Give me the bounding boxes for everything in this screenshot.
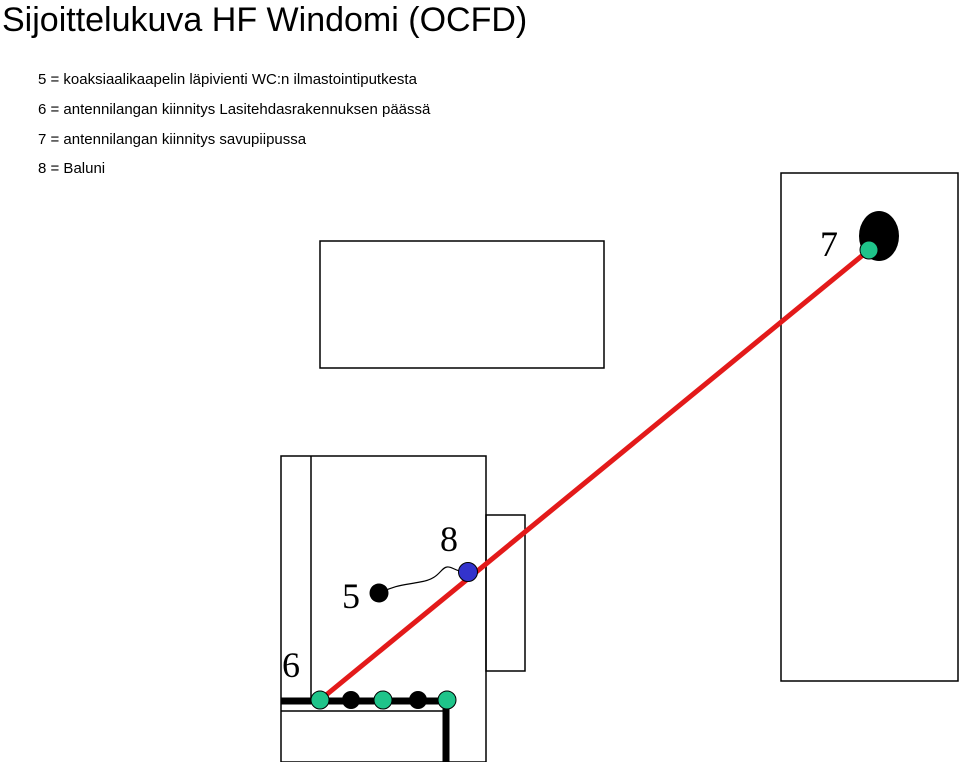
- legend-item-5: 5 = koaksiaalikaapelin läpivienti WC:n i…: [38, 71, 417, 88]
- page-title: Sijoittelukuva HF Windomi (OCFD): [2, 1, 528, 39]
- label-7: 7: [820, 224, 838, 264]
- legend-item-8: 8 = Baluni: [38, 160, 106, 177]
- legend-item-7: 7 = antennilangan kiinnitys savupiipussa: [38, 131, 307, 148]
- attachment-point-7: [859, 240, 879, 260]
- roof-dot: [342, 691, 360, 709]
- right-building: [780, 172, 959, 682]
- roof-dot: [409, 691, 427, 709]
- legend-item-6: 6 = antennilangan kiinnitys Lasitehdasra…: [38, 101, 431, 118]
- attachment-point-6: [310, 690, 330, 710]
- label-5: 5: [342, 576, 360, 616]
- antenna-wire: [318, 248, 871, 702]
- attachment-point: [373, 690, 393, 710]
- label-8: 8: [440, 519, 458, 559]
- coax-feedthrough-5: [369, 583, 389, 603]
- balun-8: [458, 562, 478, 582]
- coax-cable: [379, 566, 469, 594]
- attachment-point: [437, 690, 457, 710]
- middle-building: [319, 240, 605, 369]
- label-6: 6: [282, 645, 300, 685]
- building-annex: [485, 514, 526, 672]
